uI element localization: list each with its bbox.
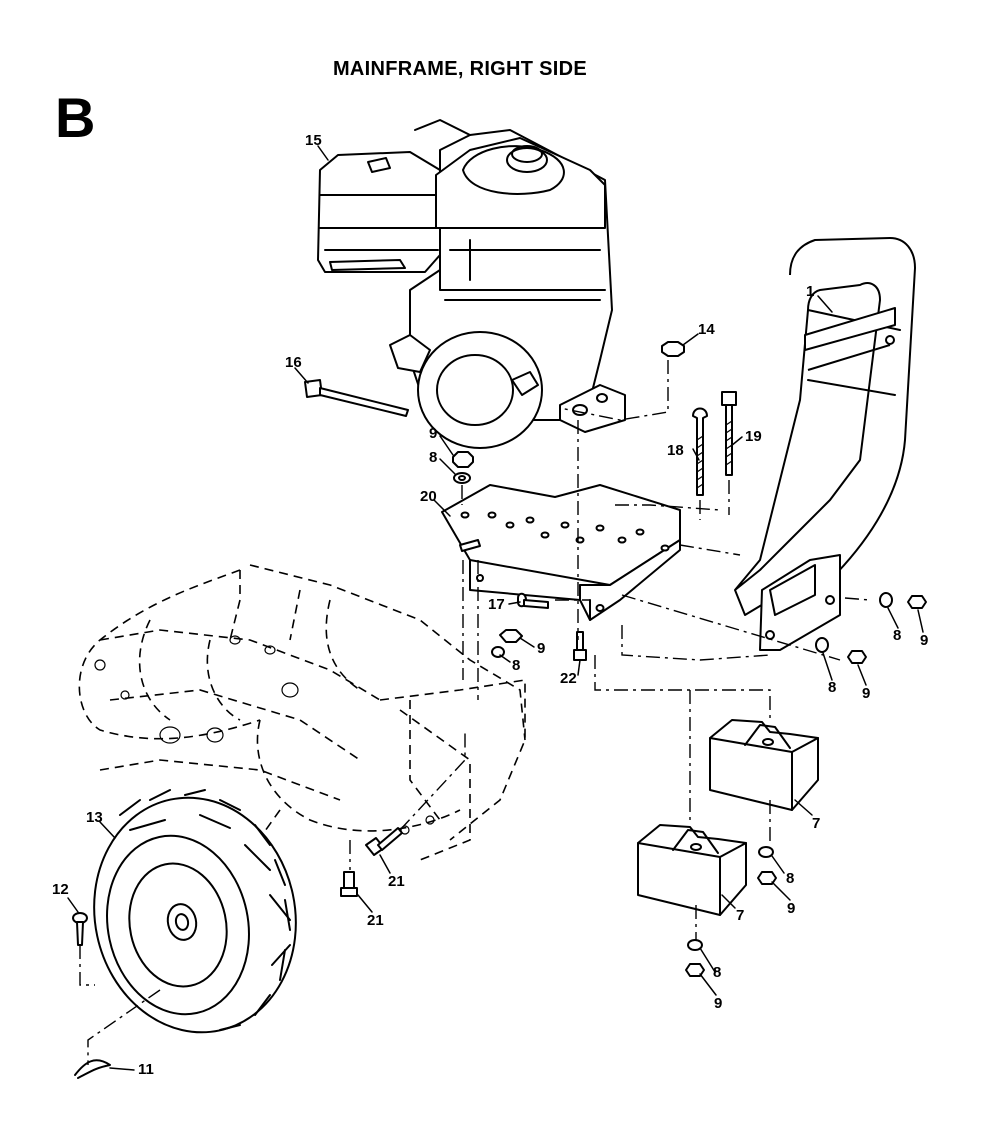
- callout-19: 19: [745, 428, 762, 445]
- bolt-22: [573, 631, 587, 661]
- callout-20: 20: [420, 488, 437, 505]
- hairpin-clip-11: [74, 1059, 111, 1079]
- callout-9-block-b: 9: [714, 995, 722, 1012]
- callout-8-block-b: 8: [713, 964, 721, 981]
- callout-7-upper: 7: [812, 815, 820, 832]
- callout-1: 1: [806, 283, 814, 300]
- callout-18: 18: [667, 442, 684, 459]
- nut-9-right-top: [907, 595, 927, 609]
- callout-11: 11: [138, 1061, 154, 1078]
- callout-21-upper: 21: [388, 873, 405, 890]
- callout-12: 12: [52, 881, 69, 898]
- callout-labels: 1 15 14 16 9 8 20 18 19 17 9 8 22 8 9 8 …: [52, 132, 928, 1078]
- weight-block-upper: [709, 719, 819, 811]
- washer-8-right-top: [879, 592, 893, 608]
- nut-9-top: [452, 451, 474, 468]
- callout-9-right-top: 9: [920, 632, 928, 649]
- page-title: MAINFRAME, RIGHT SIDE: [332, 58, 588, 80]
- bolt-19: [721, 391, 737, 476]
- cable-tie-16: [304, 379, 409, 417]
- nut-14: [661, 341, 685, 357]
- wheel-assembly: [93, 789, 297, 1034]
- washer-8-mid: [491, 646, 505, 658]
- callout-9-mid: 9: [537, 640, 545, 657]
- callout-15: 15: [305, 132, 322, 149]
- leader-lines: [67, 145, 924, 1071]
- callout-9-top: 9: [429, 425, 437, 442]
- callout-8-mid: 8: [512, 657, 520, 674]
- callout-22: 22: [560, 670, 577, 687]
- engine-assembly: [317, 119, 626, 449]
- washer-8-right-mid: [815, 637, 829, 653]
- bolt-18: [692, 407, 708, 496]
- callout-8-block-a: 8: [786, 870, 794, 887]
- callout-9-block-a: 9: [787, 900, 795, 917]
- callout-13: 13: [86, 809, 103, 826]
- nut-9-mid: [499, 629, 523, 643]
- washer-8-block-a: [758, 846, 774, 858]
- engine-mounting-plate: [441, 484, 681, 621]
- callout-9-right-mid: 9: [862, 685, 870, 702]
- callout-8-top: 8: [429, 449, 437, 466]
- bolt-21-lower: [340, 871, 358, 897]
- callout-16: 16: [285, 354, 302, 371]
- clevis-pin-12: [72, 912, 88, 946]
- nut-9-block-a: [757, 871, 777, 885]
- weight-block-lower: [637, 824, 747, 916]
- bolt-21-upper: [365, 827, 403, 856]
- callout-17: 17: [488, 596, 505, 613]
- washer-8-block-b: [687, 939, 703, 951]
- section-letter: B: [55, 86, 96, 149]
- callout-14: 14: [698, 321, 715, 338]
- callout-8-right-mid: 8: [828, 679, 836, 696]
- callout-7-lower: 7: [736, 907, 744, 924]
- washer-8-top: [453, 472, 471, 484]
- handle-bracket: [734, 237, 916, 651]
- callout-8-right-top: 8: [893, 627, 901, 644]
- tiller-frame-outline: [78, 564, 526, 881]
- nut-9-right-mid: [847, 650, 867, 664]
- assembly-guide-lines: [79, 360, 871, 1065]
- callout-21-lower: 21: [367, 912, 384, 929]
- bolt-17: [517, 592, 549, 609]
- nut-9-block-b: [685, 963, 705, 977]
